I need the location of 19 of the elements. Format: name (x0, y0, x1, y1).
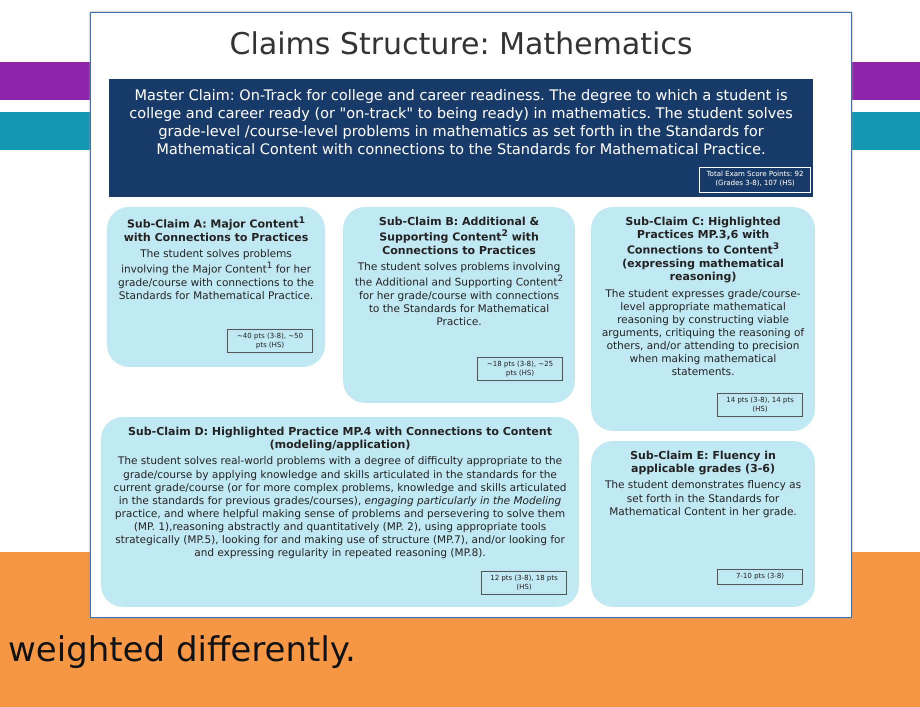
sub-claim-heading: Sub-Claim B: Additional & Supporting Content$^{2}$ with Connections to Practices (378, 215, 540, 258)
page-title: Claims Structure: Mathematics (228, 27, 694, 62)
sub-claim-text: The student demonstrates fluency as set forth in the Standards for Mathematical Content in her grade. (604, 479, 802, 519)
sub-claim-card (591, 207, 815, 431)
sub-claim-card (101, 417, 579, 607)
sub-claim-text: The student expresses grade/course-level appropriate mathematical reasoning by constructing viable arguments, critiquing the reasoning of others, and/or attending to precision when making mathematical statements. (601, 288, 805, 380)
sub-claim-text: The student solves problems involving the Major Content$^{1}$ for her grade/course with connections to the Standards for Mathematical Practice. (117, 248, 315, 304)
master-claim-text: Master Claim: On-Track for college and career readiness. The degree to which a student is college and career ready (or "on-track" to being ready) in mathematics. The student solves grade-level /course-level problems in mathematics as set forth in the Standards for Mathematical Content with connections to the Standards for Mathematical Practice. (128, 87, 794, 160)
sub-claim-text: The student solves real-world problems with a degree of difficulty appropriate to the grade/course by applying knowledge and skills articulated in the standards for the current grade/course (or for more complex problems, knowledge and skills articulated in the standards for previous grades/courses), engaging particularly in the Modeling practice, and where helpful making sense of problems and persevering to solve them (MP. 1),reasoning abstractly and quantitatively (MP. 2), using appropriate tools strategically (MP.5), looking for and making use of structure (MP.7), and/or looking for and expressing regularity in repeated reasoning (MP.8). (112, 455, 568, 560)
sub-claim-card (107, 207, 325, 367)
sub-claim-text: The student solves problems involving the Additional and Supporting Content$^{2}$ for her grade/course with connections to the Standards for Mathematical Practice. (354, 261, 564, 330)
sub-claim-card (591, 441, 815, 607)
sub-claim-heading: Sub-Claim C: Highlighted Practices MP.3,6 with Connections to Content$^{3}$ (expressing mathematical reasoning) (621, 215, 785, 284)
master-claim-panel (109, 79, 813, 197)
sub-claim-heading: Sub-Claim E: Fluency in applicable grades (3-6) (629, 449, 777, 476)
sub-claim-card (343, 207, 575, 403)
slide-text: weighted differently. (8, 630, 356, 670)
sub-claim-heading: Sub-Claim A: Major Content$^{1}$ with Connections to Practices (122, 215, 310, 244)
sub-claim-heading: Sub-Claim D: Highlighted Practice MP.4 with Connections to Content (modeling/application) (127, 425, 553, 452)
